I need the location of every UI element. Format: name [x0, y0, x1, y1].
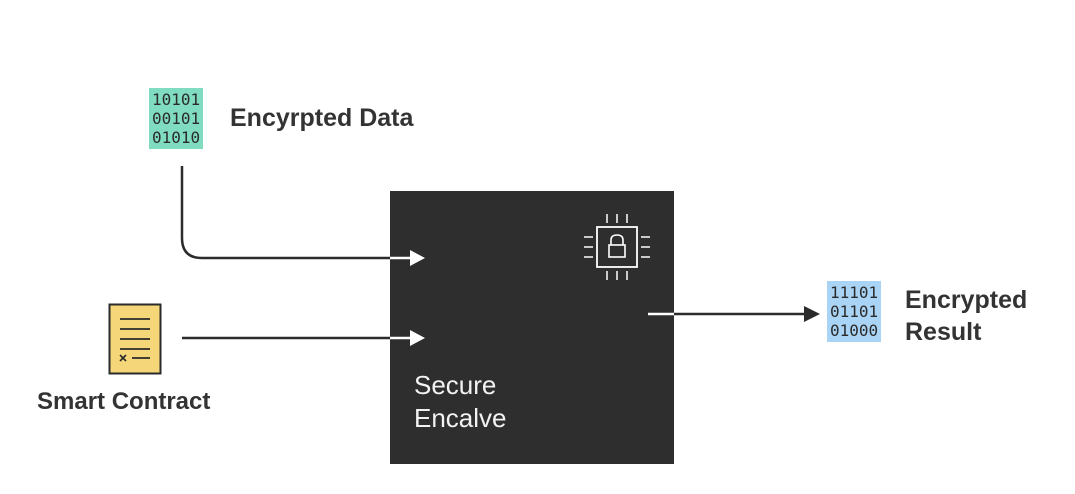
result-label-line: Result — [905, 318, 982, 346]
enclave-title-line: Secure — [414, 370, 497, 400]
result-label-line: Encrypted — [905, 286, 1028, 314]
code-line: 01010 — [152, 128, 201, 147]
code-line: 10101 — [152, 90, 201, 109]
encrypted-result-block: 11101 01101 01000 — [827, 281, 882, 342]
input-arrow-icon — [410, 330, 425, 346]
encrypted-data-block: 10101 00101 01010 — [149, 88, 204, 149]
encrypted-result-label: Encrypted Result — [905, 284, 1027, 348]
input-arrow-icon — [410, 250, 425, 266]
code-line: 01000 — [830, 321, 879, 340]
secure-enclave-box: Secure Encalve — [390, 191, 674, 464]
data-connector — [180, 166, 390, 260]
chip-lock-icon — [584, 214, 650, 280]
result-arrow-icon — [804, 306, 820, 322]
code-line: 01101 — [830, 302, 879, 321]
encrypted-data-label: Encyrpted Data — [230, 104, 414, 132]
document-icon — [108, 303, 162, 375]
smart-contract-label: Smart Contract — [37, 388, 211, 415]
code-line: 00101 — [152, 109, 201, 128]
code-line: 11101 — [830, 283, 879, 302]
enclave-input-arrows — [390, 250, 674, 346]
enclave-title-line: Encalve — [414, 403, 507, 433]
enclave-title: Secure Encalve — [414, 369, 507, 435]
